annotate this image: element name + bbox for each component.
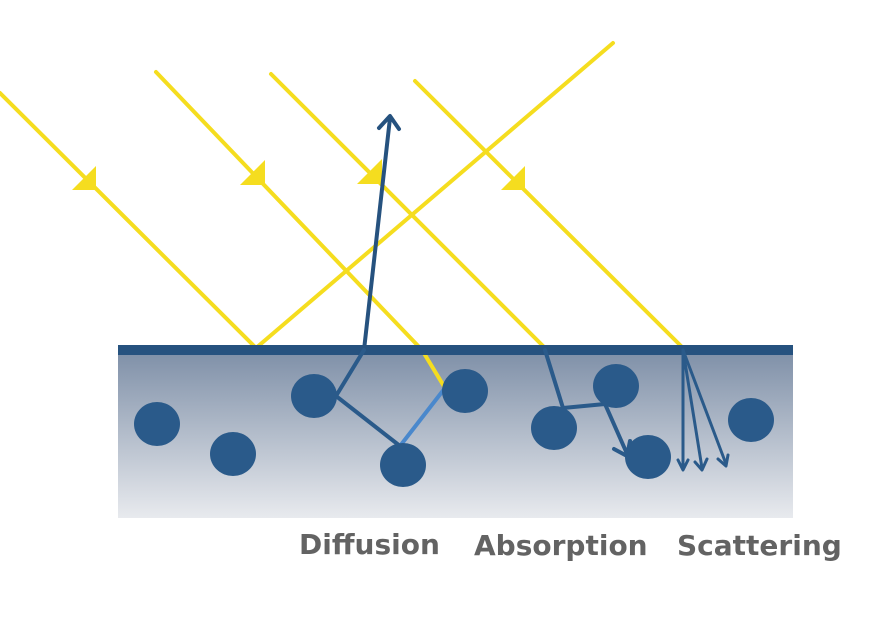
scattering-rays [676, 348, 730, 472]
particles [134, 364, 774, 487]
particle [728, 398, 774, 442]
diffused-output-ray [362, 114, 401, 352]
surface-line [118, 345, 793, 355]
chevron-arrowhead-icon [676, 458, 690, 472]
triangle-arrowhead-icon [501, 166, 525, 190]
chevron-arrowhead-icon [693, 457, 709, 472]
triangle-arrowhead-icon [240, 160, 265, 185]
scattering-label: Scattering [677, 529, 842, 562]
particle [291, 374, 337, 418]
diffusion-label: Diffusion [299, 528, 440, 561]
chevron-arrowhead-icon [377, 114, 401, 131]
particle [134, 402, 180, 446]
particle [380, 443, 426, 487]
incident-ray-2 [154, 70, 447, 390]
incident-ray-1 [0, 91, 258, 350]
triangle-arrowhead-icon [357, 159, 382, 184]
triangle-arrowhead-icon [72, 166, 96, 190]
incident-ray-4 [413, 79, 685, 350]
absorption-label: Absorption [474, 529, 648, 562]
chevron-arrowhead-icon [716, 453, 730, 468]
particle [442, 369, 488, 413]
particle [593, 364, 639, 408]
incident-ray-3 [269, 72, 547, 350]
particle [210, 432, 256, 476]
particle [625, 435, 671, 479]
ray-arrowheads [72, 159, 525, 190]
particle [531, 406, 577, 450]
incident-rays [0, 41, 685, 390]
reflected-ray [254, 41, 615, 350]
